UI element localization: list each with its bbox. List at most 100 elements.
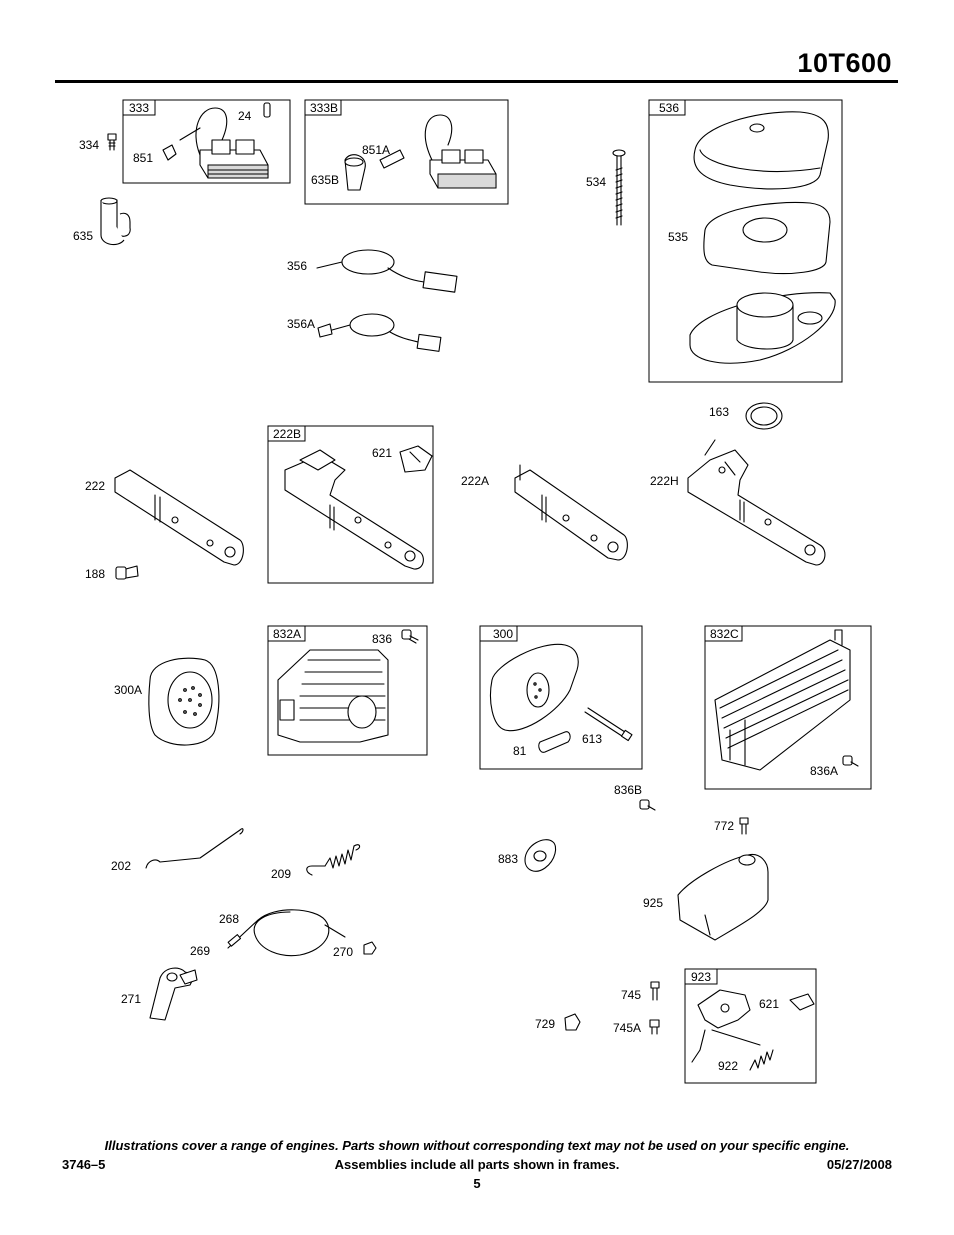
air-cleaner-cover-drawing [693,111,829,190]
wire-356-drawing [316,249,458,293]
bracket-222h-drawing [687,439,826,566]
frame-label-333b: 333B [310,101,338,115]
callout-534: 534 [586,175,606,189]
muffler-guard-832c-drawing [714,629,851,771]
callout-635b: 635B [311,173,339,187]
bracket-222-drawing [114,469,244,566]
pin-24-drawing [263,102,271,118]
callout-163: 163 [709,405,729,419]
frame-label-923: 923 [691,970,711,984]
footer-note: Illustrations cover a range of engines. … [104,1138,850,1153]
callout-535: 535 [668,230,688,244]
screw-334-drawing [107,133,117,151]
lever-271-drawing [149,967,198,1021]
armature-b-drawing [344,114,497,191]
frame-923: 923 [684,968,817,1084]
bushing-729-drawing [564,1013,581,1031]
frame-300: 300 [479,625,643,770]
callout-222: 222 [85,479,105,493]
spark-plug-boot-635-drawing [100,197,131,246]
muffler-300-drawing [489,643,579,732]
screw-188-drawing [115,565,139,580]
callout-202: 202 [111,859,131,873]
frame-label-536: 536 [659,101,679,115]
cable-268-drawing [227,909,346,957]
callout-268: 268 [219,912,239,926]
callout-621b: 621 [759,997,779,1011]
governor-link-202-drawing [145,828,244,869]
frame-label-832c: 832C [710,627,739,641]
spring-209-drawing [306,844,361,876]
blower-cover-925-drawing [677,853,769,941]
callout-613: 613 [582,732,602,746]
assemblies-note: Assemblies include all parts shown in fr… [334,1157,620,1172]
frame-832a: 832A [267,625,428,756]
callout-188: 188 [85,567,105,581]
gasket-81-drawing [538,731,571,753]
callout-300a: 300A [114,683,142,697]
screw-836a-drawing [842,755,859,767]
callout-222a: 222A [461,474,489,488]
frame-label-222b: 222B [273,427,301,441]
callout-851: 851 [133,151,153,165]
screw-745a-drawing [649,1019,660,1035]
frame-832c: 832C [704,625,872,790]
screw-772-drawing [739,817,749,835]
callout-635: 635 [73,229,93,243]
frame-333b: 333B [304,99,509,205]
callout-836b: 836B [614,783,642,797]
bracket-222a-drawing [514,464,628,561]
callout-270: 270 [333,945,353,959]
screw-836-drawing [401,629,419,644]
spring-922-drawing [749,1049,774,1071]
callout-24: 24 [238,109,252,123]
frame-label-333: 333 [129,101,149,115]
callout-356a: 356A [287,317,315,331]
air-cleaner-base-drawing [689,292,836,364]
callout-729: 729 [535,1017,555,1031]
governor-control-923-drawing [691,989,761,1063]
screw-836b-drawing [639,799,656,811]
bracket-222b-drawing [284,449,424,570]
stud-613-drawing [584,707,633,742]
page-title: 10T600 [797,48,892,78]
callout-745: 745 [621,988,641,1002]
frame-222b: 222B [267,425,434,584]
air-filter-535-drawing [703,201,831,275]
gasket-883-drawing [524,839,557,872]
frame-333: 333 [122,99,291,184]
doc-date: 05/27/2008 [826,1157,892,1172]
doc-number: 3746–5 [62,1157,106,1172]
callout-851a: 851A [362,143,390,157]
callout-772: 772 [714,819,734,833]
callout-222h: 222H [650,474,679,488]
muffler-300a-drawing [148,657,220,746]
clip-621b-drawing [789,993,815,1011]
page-number: 5 [473,1176,481,1191]
bolt-534-drawing [612,149,626,226]
callout-883: 883 [498,852,518,866]
callout-922: 922 [718,1059,738,1073]
nut-270-drawing [363,941,377,955]
callout-836a: 836A [810,764,838,778]
callout-745a: 745A [613,1021,641,1035]
armature-drawing [179,107,269,179]
callout-925: 925 [643,896,663,910]
clip-621-drawing [399,445,433,473]
callout-621: 621 [372,446,392,460]
callout-269: 269 [190,944,210,958]
muffler-guard-832a-drawing [277,649,389,743]
wire-356a-drawing [317,313,442,352]
callout-356: 356 [287,259,307,273]
screw-745-drawing [650,981,660,1001]
callout-334: 334 [79,138,99,152]
frame-536: 536 [648,99,843,383]
header-rule [55,80,898,83]
callout-271: 271 [121,992,141,1006]
callout-836: 836 [372,632,392,646]
gasket-163-drawing [745,402,783,430]
frame-label-832a: 832A [273,627,301,641]
clip-851-drawing [162,144,177,161]
callout-81: 81 [513,744,527,758]
